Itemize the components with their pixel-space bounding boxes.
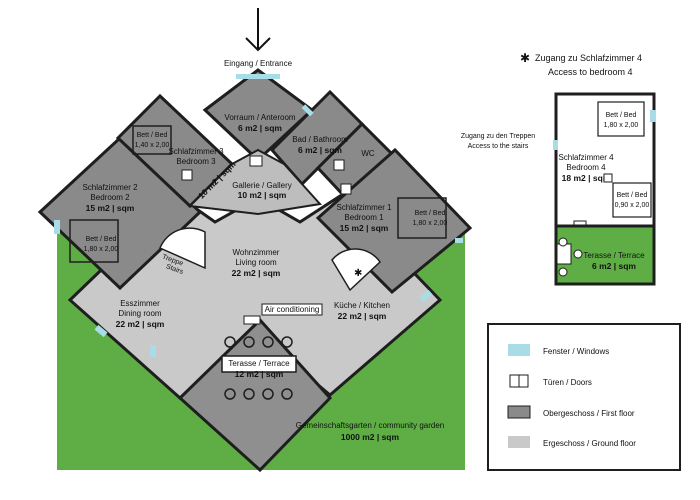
living-room-area: 22 m2 | sqm [232, 268, 281, 278]
bedroom-2-name1: Schlafzimmer 2 [82, 183, 138, 192]
bedroom-4-area: 18 m2 | sqm [562, 173, 611, 183]
terrace-furniture [221, 336, 297, 400]
bedroom-3-name1: Schlafzimmer 3 [168, 147, 224, 156]
terrace-name: Terasse / Terrace [228, 359, 290, 368]
terrace-4 [554, 224, 656, 286]
doors-main [181, 155, 352, 325]
bedroom-4-access-marker-icon: ✱ [520, 51, 530, 65]
bed-4a [597, 101, 645, 137]
legend-first-floor-label: Obergeschoss / First floor [543, 409, 635, 418]
bathroom-name: Bad / Bathroom [292, 135, 348, 144]
bed-4b-size: 0,90 x 2,00 [615, 202, 650, 209]
bedroom-4-name1: Schlafzimmer 4 [558, 153, 614, 162]
bedroom-1-name1: Schlafzimmer 1 [336, 203, 392, 212]
bedroom-2-name2: Bedroom 2 [90, 193, 130, 202]
legend-windows-label: Fenster / Windows [543, 347, 609, 356]
stairs-access-note2: Access to the stairs [468, 143, 529, 150]
dining-room-name2: Dining room [118, 309, 161, 318]
bedroom-4-name2: Bedroom 4 [566, 163, 606, 172]
bed-bedroom-3 [132, 125, 172, 155]
legend-window-swatch [508, 344, 530, 356]
legend-doors-label: Türen / Doors [543, 378, 592, 387]
bed-4b-label: Bett / Bed [617, 192, 648, 199]
kitchen-name: Küche / Kitchen [334, 301, 390, 310]
bed-bedroom-1-label: Bett / Bed [415, 210, 446, 217]
legend-ground-floor-swatch [508, 436, 530, 448]
terrace-4-name: Terasse / Terrace [583, 251, 645, 260]
bed-bedroom-3-size: 1,40 x 2,00 [135, 142, 170, 149]
air-conditioning-label: Air conditioning [265, 305, 320, 314]
terrace-4-area: 6 m2 | sqm [592, 261, 636, 271]
stairs-right: ✱ [331, 248, 381, 292]
living-room-name1: Wohnzimmer [233, 248, 280, 257]
garden-name: Gemeinschaftsgarten / community garden [296, 421, 445, 430]
bedroom-3-name2: Bedroom 3 [176, 157, 216, 166]
windows-main [54, 74, 463, 357]
stairs-left [159, 227, 206, 270]
living-room-name2: Living room [235, 258, 277, 267]
bed-4a-size: 1,80 x 2,00 [604, 122, 639, 129]
bedroom-4-room [554, 92, 656, 228]
legend-first-floor-swatch [507, 405, 531, 419]
bed-bedroom-2-size: 1,80 x 2,00 [84, 246, 119, 253]
anteroom-area: 6 m2 | sqm [238, 123, 282, 133]
dining-room-name1: Esszimmer [120, 299, 160, 308]
bed-4b [612, 182, 652, 218]
bathroom-area: 6 m2 | sqm [298, 145, 342, 155]
stairs-access-note1: Zugang zu den Treppen [461, 133, 535, 140]
bed-bedroom-1 [397, 197, 447, 239]
wc-name: WC [361, 149, 375, 158]
kitchen-area: 22 m2 | sqm [338, 311, 387, 321]
garden-area: 1000 m2 | sqm [341, 432, 400, 442]
entrance-arrow-icon [245, 8, 271, 52]
bed-bedroom-2 [69, 219, 119, 263]
anteroom-name: Vorraum / Anteroom [224, 113, 295, 122]
legend-ground-floor-label: Ergeschoss / Ground floor [543, 439, 636, 448]
terrace-area: 12 m2 | sqm [235, 369, 284, 379]
bed-bedroom-3-label: Bett / Bed [137, 132, 168, 139]
gallery-block [187, 148, 322, 216]
bedroom-4-access-note1: Zugang zu Schlafzimmer 4 [535, 53, 642, 63]
bed-bedroom-2-label: Bett / Bed [86, 236, 117, 243]
bedroom-1-name2: Bedroom 1 [344, 213, 384, 222]
bed-bedroom-1-size: 1,80 x 2,00 [413, 220, 448, 227]
gallery-area: 10 m2 | sqm [238, 190, 287, 200]
bed-4a-label: Bett / Bed [606, 112, 637, 119]
entrance-label: Eingang / Entrance [224, 59, 293, 68]
terrace-4-furniture [556, 237, 583, 277]
bedroom-4-access-marker: ✱ [354, 268, 362, 279]
gallery-name: Gallerie / Gallery [232, 181, 292, 190]
bedroom-4-access-note2: Access to bedroom 4 [548, 67, 633, 77]
dining-room-area: 22 m2 | sqm [116, 319, 165, 329]
bedroom-2-area: 15 m2 | sqm [86, 203, 135, 213]
bedroom-1-area: 15 m2 | sqm [340, 223, 389, 233]
